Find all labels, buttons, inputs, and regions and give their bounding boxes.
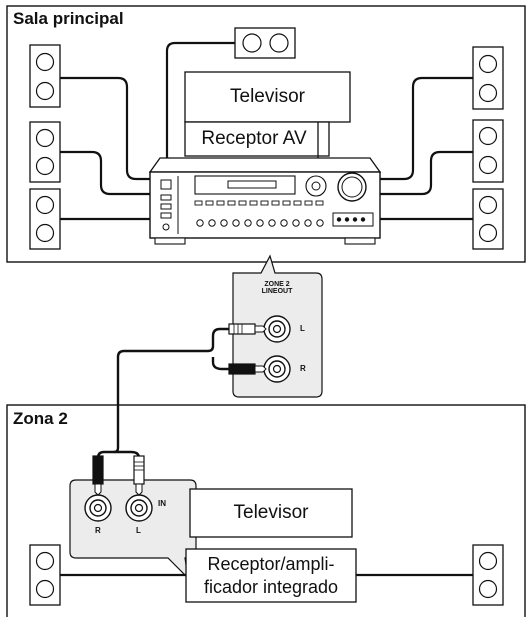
- zone2-speaker-left: [29, 544, 61, 606]
- zone2-audio-cable: [96, 327, 229, 459]
- zone2-lineout-header-line1: ZONE 2: [264, 281, 290, 288]
- zone2-room-title: Zona 2: [13, 409, 68, 428]
- speaker-back-right: [472, 188, 504, 250]
- zone2-in-label: IN: [158, 499, 166, 508]
- main-tv-box: [184, 71, 351, 123]
- zone2-amp-label-line2: ficador integrado: [203, 577, 339, 597]
- zone2-input-jack-l: [125, 494, 153, 522]
- av-receiver-label-box: [184, 121, 330, 157]
- zone-output-jack-r: [263, 355, 291, 383]
- zone2-amp-label-line1: Receptor/ampli-: [207, 554, 335, 574]
- rca-plug-white: [228, 323, 267, 335]
- zone-output-letter-l: L: [300, 324, 305, 333]
- av-receiver-label: Receptor AV: [201, 128, 307, 149]
- zone2-lineout-header-line2: LINEOUT: [261, 288, 293, 296]
- speaker-surround-left: [29, 121, 61, 183]
- zone2-rca-plug-black: [92, 455, 104, 496]
- zone2-amp-box: [185, 548, 357, 603]
- main-room-title: Sala principal: [13, 9, 124, 28]
- zone-output-jack-l: [263, 315, 291, 343]
- rca-plug-black: [228, 363, 267, 375]
- zone2-input-callout: [69, 479, 197, 580]
- zone2-lineout-header: ZONE 2 LINEOUT: [255, 281, 299, 296]
- zone2-tv-box: [189, 488, 353, 538]
- zone2-input-jack-r: [84, 494, 112, 522]
- speaker-front-right: [472, 46, 504, 110]
- main-tv-label: Televisor: [230, 86, 305, 107]
- speaker-back-left: [29, 188, 61, 250]
- zone2-input-letter-l: L: [136, 526, 141, 535]
- speaker-cables: [60, 41, 473, 221]
- speaker-front-left: [29, 44, 61, 108]
- speaker-surround-right: [472, 119, 504, 183]
- zone2-input-letter-r: R: [95, 526, 101, 535]
- center-speaker: [234, 27, 296, 59]
- zone2-rca-plug-white: [133, 455, 145, 496]
- av-receiver: [148, 157, 382, 245]
- zone2-tv-label: Televisor: [233, 502, 309, 523]
- zone2-speaker-right: [472, 544, 504, 606]
- zone-output-letter-r: R: [300, 364, 306, 373]
